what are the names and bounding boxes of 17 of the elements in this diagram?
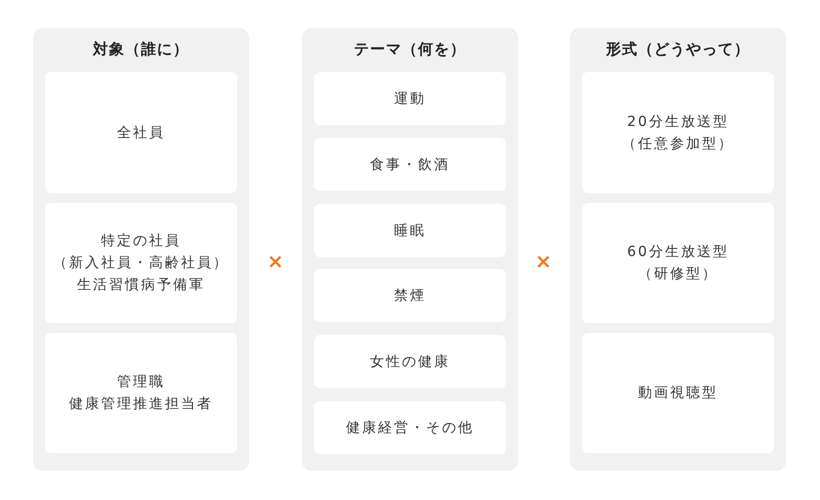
- multiply-sign: ×: [535, 249, 552, 273]
- column-title: 対象（誰に）: [92, 40, 190, 59]
- item-card: 全社員: [45, 72, 237, 193]
- item-card: 禁煙: [314, 269, 506, 322]
- item-card: 運動: [314, 72, 506, 125]
- item-card: 健康経営・その他: [314, 401, 506, 454]
- column-title: テーマ（何を）: [353, 40, 467, 59]
- column-title: 形式（どうやって）: [604, 40, 751, 59]
- item-card: 60分生放送型（研修型）: [582, 203, 774, 323]
- item-card: 女性の健康: [314, 335, 506, 388]
- item-card: 管理職健康管理推進担当者: [45, 333, 237, 453]
- item-card: 20分生放送型（任意参加型）: [582, 72, 774, 193]
- item-card: 食事・飲酒: [314, 138, 506, 191]
- multiply-sign: ×: [267, 249, 284, 273]
- item-card: 特定の社員（新入社員・高齢社員）生活習慣病予備軍: [45, 203, 237, 323]
- item-card: 睡眠: [314, 204, 506, 257]
- item-card: 動画視聴型: [582, 333, 774, 453]
